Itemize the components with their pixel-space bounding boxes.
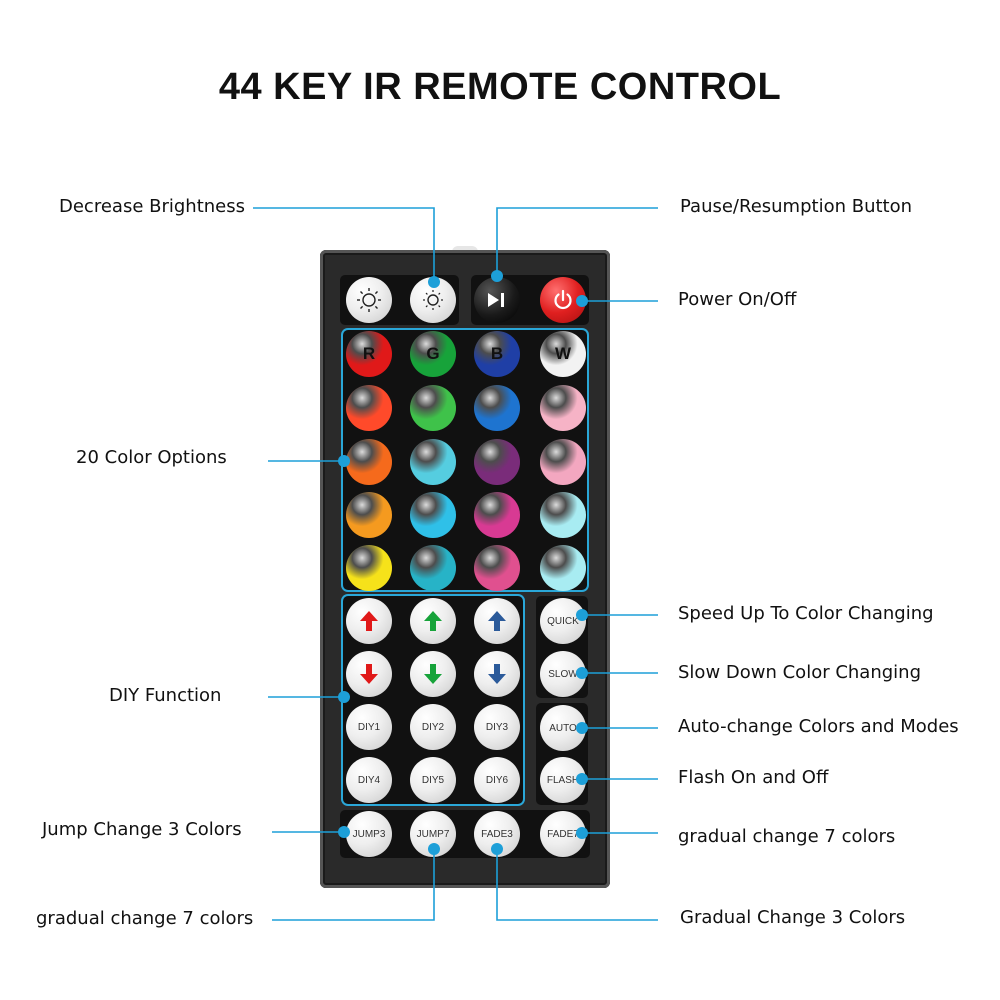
color-button[interactable] — [346, 545, 392, 591]
dot-color-options — [338, 455, 350, 467]
label-jump7: gradual change 7 colors — [36, 908, 254, 929]
leader-jump7 — [272, 849, 435, 921]
diy-button-label: DIY1 — [357, 721, 381, 733]
brightness-down-icon — [423, 290, 443, 310]
diy-button-2[interactable]: DIY2 — [410, 704, 456, 750]
color-button[interactable] — [346, 439, 392, 485]
color-button[interactable] — [410, 492, 456, 538]
dot-slow-down — [576, 667, 588, 679]
color-button-label: W — [554, 344, 572, 363]
jump7-button-label: JUMP7 — [416, 828, 450, 840]
quick-button[interactable]: QUICK — [540, 598, 586, 644]
dot-jump3 — [338, 826, 350, 838]
color-button-label: G — [426, 344, 440, 363]
color-button-r[interactable]: R — [346, 331, 392, 377]
color-button[interactable] — [410, 385, 456, 431]
blue-up-icon — [488, 611, 506, 631]
label-fade7: gradual change 7 colors — [678, 826, 896, 847]
fade3-button-label: FADE3 — [481, 828, 513, 840]
blue-down-icon — [488, 664, 506, 684]
green-down-icon — [424, 664, 442, 684]
label-jump3: Jump Change 3 Colors — [42, 819, 242, 840]
label-diy-function: DIY Function — [109, 685, 222, 706]
red-down-button[interactable] — [346, 651, 392, 697]
green-down-button[interactable] — [410, 651, 456, 697]
dot-diy — [338, 691, 350, 703]
green-up-icon — [424, 611, 442, 631]
red-up-icon — [360, 611, 378, 631]
color-button[interactable] — [346, 492, 392, 538]
label-speed-up: Speed Up To Color Changing — [678, 603, 934, 624]
auto-button[interactable]: AUTO — [540, 705, 586, 751]
dot-flash — [576, 773, 588, 785]
label-power: Power On/Off — [678, 289, 797, 310]
label-pause-resumption: Pause/Resumption Button — [680, 196, 913, 217]
dot-power — [576, 295, 588, 307]
color-button[interactable] — [346, 385, 392, 431]
color-button[interactable] — [474, 439, 520, 485]
color-button[interactable] — [410, 545, 456, 591]
red-up-button[interactable] — [346, 598, 392, 644]
color-button[interactable] — [540, 545, 586, 591]
color-button-b[interactable]: B — [474, 331, 520, 377]
label-auto-change: Auto-change Colors and Modes — [678, 716, 959, 737]
dot-fade7 — [576, 827, 588, 839]
color-button-g[interactable]: G — [410, 331, 456, 377]
dot-jump7 — [428, 843, 440, 855]
jump3-button[interactable]: JUMP3 — [346, 811, 392, 857]
leader-fade3 — [496, 849, 658, 921]
auto-button-label: AUTO — [549, 722, 577, 734]
diy-button-6[interactable]: DIY6 — [474, 757, 520, 803]
diy-button-label: DIY3 — [485, 721, 509, 733]
color-button-label: R — [362, 344, 376, 363]
flash-button-label: FLASH — [546, 774, 580, 786]
label-fade3: Gradual Change 3 Colors — [680, 907, 906, 928]
label-decrease-brightness: Decrease Brightness — [59, 196, 245, 217]
jump3-button-label: JUMP3 — [352, 828, 386, 840]
power-icon — [554, 289, 572, 310]
diy-button-5[interactable]: DIY5 — [410, 757, 456, 803]
brightness-up-button[interactable] — [346, 277, 392, 323]
diy-button-3[interactable]: DIY3 — [474, 704, 520, 750]
color-button-w[interactable]: W — [540, 331, 586, 377]
red-down-icon — [360, 664, 378, 684]
quick-button-label: QUICK — [547, 615, 579, 627]
dot-auto — [576, 722, 588, 734]
diy-button-label: DIY4 — [357, 774, 381, 786]
slow-button-label: SLOW — [548, 668, 578, 680]
diy-button-label: DIY5 — [421, 774, 445, 786]
color-button-label: B — [490, 344, 504, 363]
label-color-options: 20 Color Options — [76, 447, 227, 468]
dot-speed-up — [576, 609, 588, 621]
diy-button-4[interactable]: DIY4 — [346, 757, 392, 803]
blue-down-button[interactable] — [474, 651, 520, 697]
play-pause-button[interactable] — [474, 277, 520, 323]
color-button[interactable] — [540, 492, 586, 538]
color-button[interactable] — [540, 385, 586, 431]
dot-pause-resumption — [491, 270, 503, 282]
color-button[interactable] — [474, 385, 520, 431]
dot-decrease-brightness — [428, 276, 440, 288]
label-flash: Flash On and Off — [678, 767, 829, 788]
color-button[interactable] — [474, 492, 520, 538]
color-button[interactable] — [410, 439, 456, 485]
fade7-button-label: FADE7 — [547, 828, 579, 840]
blue-up-button[interactable] — [474, 598, 520, 644]
fade7-button[interactable]: FADE7 — [540, 811, 586, 857]
leader-pause-resumption — [496, 207, 658, 276]
green-up-button[interactable] — [410, 598, 456, 644]
diy-button-label: DIY2 — [421, 721, 445, 733]
label-slow-down: Slow Down Color Changing — [678, 662, 921, 683]
play-pause-icon — [488, 293, 504, 307]
color-button[interactable] — [540, 439, 586, 485]
diy-button-label: DIY6 — [485, 774, 509, 786]
page-title: 44 KEY IR REMOTE CONTROL — [218, 66, 782, 108]
diy-button-1[interactable]: DIY1 — [346, 704, 392, 750]
dot-fade3 — [491, 843, 503, 855]
color-button[interactable] — [474, 545, 520, 591]
brightness-up-icon — [357, 288, 381, 312]
leader-decrease-brightness — [253, 207, 435, 282]
